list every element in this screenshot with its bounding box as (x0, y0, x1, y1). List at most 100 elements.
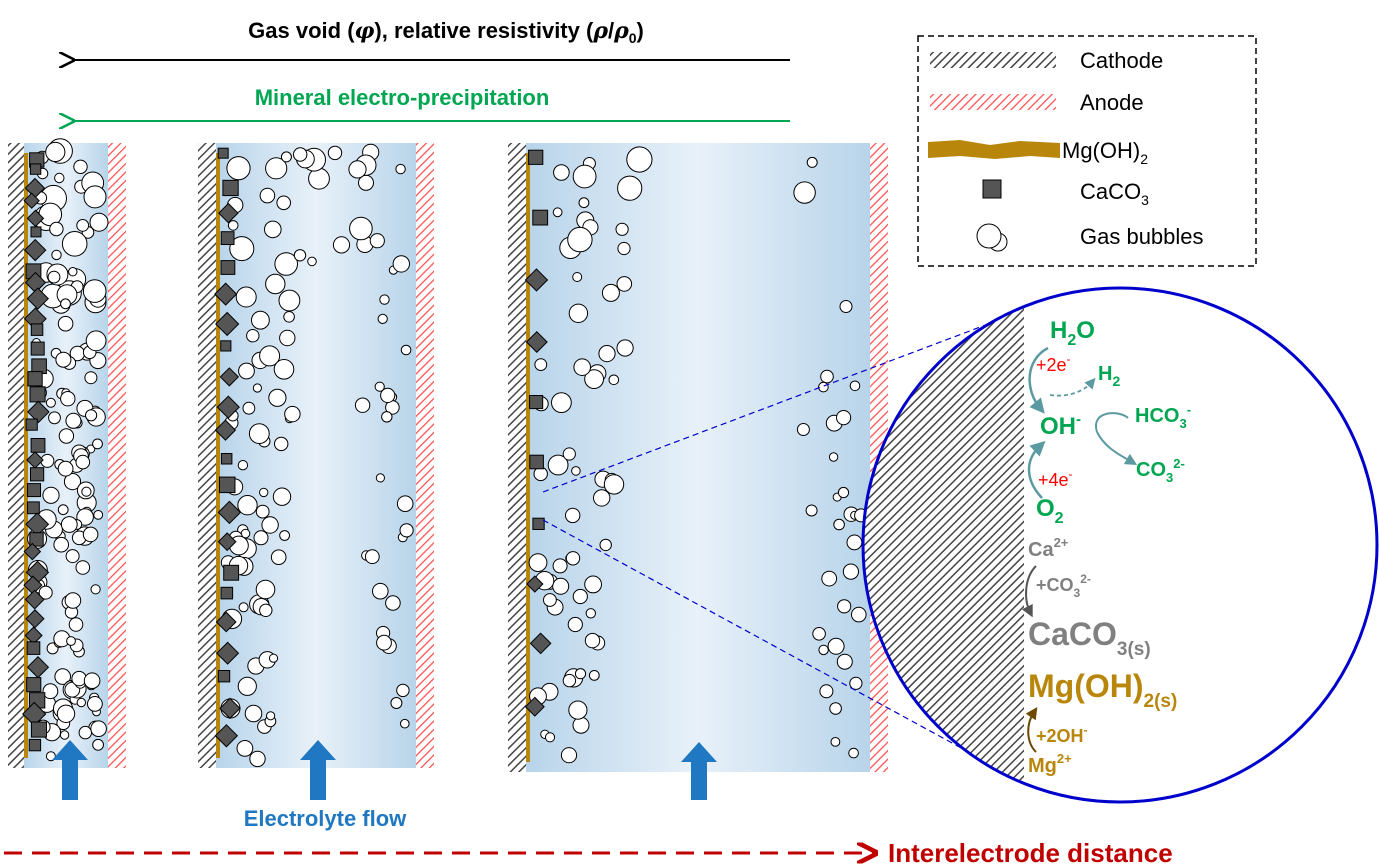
caco3-crystal (28, 738, 42, 752)
gas-bubble (572, 272, 583, 282)
gas-bubble (381, 411, 393, 423)
caco3-crystal (528, 149, 544, 165)
gas-bubble (568, 303, 589, 323)
caco3-crystal (526, 575, 544, 593)
zoom-plus2oh: +2OH- (1036, 723, 1088, 746)
caco3-crystal (216, 641, 240, 665)
gas-bubble (259, 187, 276, 204)
gas-bubble (849, 676, 863, 690)
caco3-crystal (220, 260, 236, 275)
zoom-guide-bottom (542, 519, 1021, 781)
gas-bubble (76, 697, 87, 708)
zoom-ca: Ca2+ (1028, 535, 1069, 561)
gas-bubble (252, 383, 262, 393)
gas-bubble (364, 549, 380, 565)
gas-bubble (84, 371, 98, 385)
gas-bubble (293, 249, 307, 262)
gas-bubble (842, 563, 860, 580)
gas-bubble (827, 637, 845, 655)
gas-bubble (565, 507, 581, 524)
gas-bubble (552, 207, 563, 218)
zoom-plus2e: +2e- (1036, 352, 1071, 375)
zoom-inset: H2O +2e- H2 OH- HCO3- CO32- +4e- O2 Ca2+… (861, 286, 1379, 804)
gas-bubble (64, 592, 82, 609)
caco3-crystal (215, 611, 237, 633)
arrow-hco3-co3 (1096, 431, 1138, 466)
gas-bubble (616, 276, 633, 292)
gas-bubble (54, 668, 72, 685)
gas-bubble (45, 141, 66, 163)
zoom-plus4e: +4e- (1038, 467, 1073, 490)
gas-bubble (396, 495, 414, 513)
gas-bubble (75, 560, 91, 575)
gas-bubble (73, 159, 88, 175)
gas-bubble (57, 315, 74, 332)
caco3-crystal (23, 542, 42, 561)
gas-bubble (544, 732, 556, 743)
gas-bubble (56, 704, 76, 723)
cathode-1 (8, 143, 24, 768)
cathode-3 (508, 143, 526, 772)
gas-bubble (372, 582, 389, 600)
gas-bubble (66, 636, 76, 646)
caco3-crystal (29, 386, 46, 403)
caco3-crystal (214, 724, 239, 748)
caco3-crystal (217, 500, 242, 525)
gas-bubble (54, 172, 65, 184)
mgoh2-layer-1 (24, 153, 28, 758)
cathode-2 (198, 143, 216, 768)
gas-bubble (236, 740, 254, 757)
gas-bubble (400, 718, 410, 729)
gas-bubble (567, 616, 583, 633)
gas-bubble (615, 222, 629, 236)
caco3-crystal (26, 287, 49, 310)
gas-bubble (268, 388, 287, 407)
gas-bubble (396, 683, 410, 698)
caco3-crystal (216, 395, 240, 419)
gas-bubble (90, 584, 101, 595)
gas-bubble (568, 700, 588, 720)
gas-bubble (246, 329, 260, 343)
gas-bubble (42, 486, 60, 504)
gas-bubble (354, 397, 371, 413)
gas-bubble (261, 516, 279, 534)
electrolyte-flow-label: Electrolyte flow (244, 806, 407, 831)
gas-bubble (377, 313, 388, 324)
anode-1 (108, 143, 126, 768)
bubbles-swatch (976, 223, 1008, 252)
gas-bubble (255, 504, 270, 519)
gas-bubble (626, 146, 653, 173)
caco3-crystal (219, 367, 240, 387)
zoom-h2: H2 (1098, 363, 1120, 389)
caco3-swatch (982, 179, 1002, 199)
gas-bubble (83, 672, 101, 690)
gas-bubble (820, 369, 834, 384)
gas-bubble (552, 558, 568, 574)
gas-bubble (59, 730, 70, 740)
gas-bubble (806, 156, 818, 168)
gas-bubble (47, 270, 61, 284)
gas-bubble (836, 410, 852, 426)
zoom-oh: OH- (1040, 411, 1081, 440)
caco3-crystal (220, 231, 235, 245)
gas-bubble (82, 279, 107, 303)
gas-bubble (793, 181, 816, 204)
caco3-crystal (30, 226, 42, 238)
caco3-crystal (23, 192, 40, 209)
gas-bubble (60, 298, 71, 310)
gas-bubble (349, 216, 373, 241)
gas-bubble (598, 345, 616, 363)
caco3-crystal (220, 453, 233, 465)
legend-anode-label: Anode (1080, 90, 1144, 115)
caco3-crystal (217, 670, 231, 683)
gas-bubble (82, 526, 99, 543)
gas-bubble (588, 670, 600, 681)
gas-bubble (87, 696, 103, 712)
gas-bubble (547, 454, 569, 476)
gas-bubble (278, 289, 301, 312)
gas-bubble (837, 486, 850, 499)
gas-bubble (830, 737, 841, 747)
gas-bubble (238, 362, 255, 380)
gas-bubble (253, 530, 269, 546)
gas-bubble (560, 747, 578, 764)
